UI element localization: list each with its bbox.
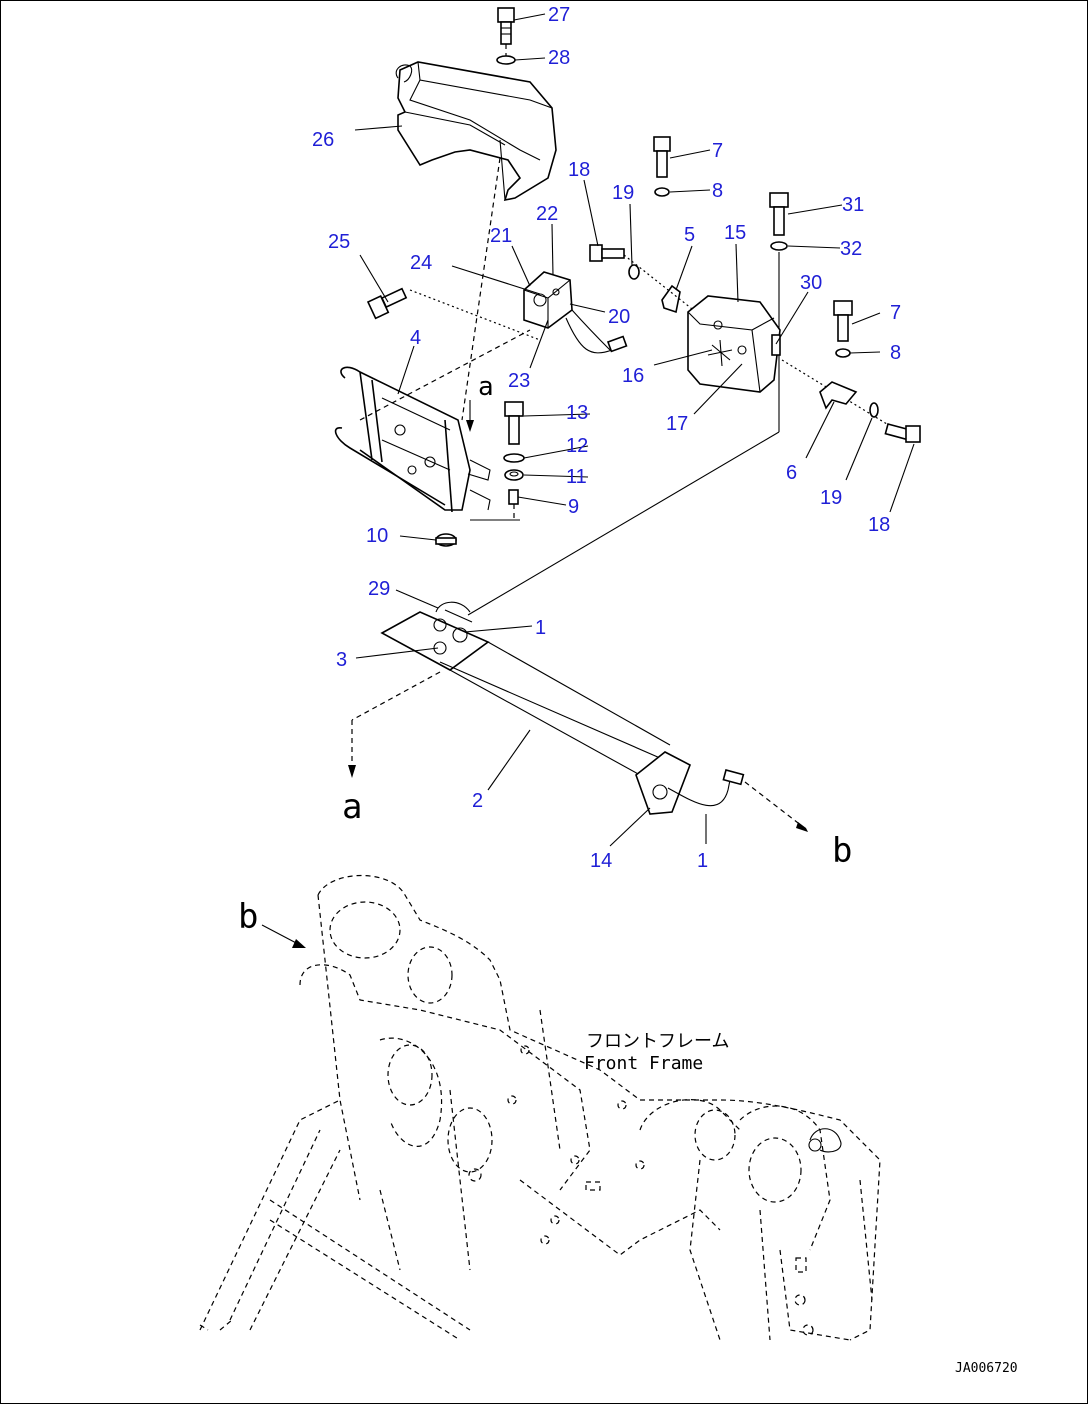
guard-cover-26: [395, 61, 557, 202]
leader-lines: [354, 13, 915, 847]
part-13: 13: [566, 402, 588, 424]
part-1-lower: 1: [697, 850, 708, 872]
part-22: 22: [536, 203, 558, 225]
part-25: 25: [328, 231, 350, 253]
bolt-7-upper: [653, 136, 671, 197]
part-16: 16: [622, 365, 644, 387]
bolt-7-right: [833, 300, 853, 358]
reference-arrow-b-left: [261, 924, 306, 948]
part-6: 6: [786, 462, 797, 484]
part-2: 2: [472, 790, 483, 812]
part-19-upper: 19: [612, 182, 634, 204]
part-32: 32: [840, 238, 862, 260]
part-30: 30: [800, 272, 822, 294]
part-7-upper: 7: [712, 140, 723, 162]
bolt-13-stack: [503, 401, 525, 520]
reference-arrow-b-right: [744, 781, 808, 832]
work-lamp-15: [687, 295, 781, 393]
front-frame-outline: [199, 874, 881, 1341]
part-18-upper: 18: [568, 159, 590, 181]
part-20: 20: [608, 306, 630, 328]
part-4: 4: [410, 327, 421, 349]
part-23: 23: [508, 370, 530, 392]
bolt-27: [496, 7, 516, 65]
part-21: 21: [490, 225, 512, 247]
part-27: 27: [548, 4, 570, 26]
part-28: 28: [548, 47, 570, 69]
part-29: 29: [368, 578, 390, 600]
part-number-labels: 27 28 26 7 8 18 19 22 21 5 15 31 32 25 2…: [312, 4, 901, 872]
nut-10: [435, 533, 457, 547]
part-14: 14: [590, 850, 612, 872]
part-3: 3: [336, 649, 347, 671]
part-9: 9: [568, 496, 579, 518]
drawing-id: JA006720: [955, 1361, 1018, 1376]
part-24: 24: [410, 252, 432, 274]
reference-arrow-a-lower: [348, 671, 441, 778]
part-19-lower: 19: [820, 487, 842, 509]
bolt-25: [366, 287, 541, 341]
harness-bracket-2: [380, 601, 745, 815]
part-18-lower: 18: [868, 514, 890, 536]
reference-arrow-a-upper: [466, 400, 474, 432]
front-frame-label-jp: フロントフレーム: [586, 1031, 729, 1052]
part-17: 17: [666, 413, 688, 435]
front-frame-label-en: Front Frame: [584, 1053, 703, 1074]
reference-letter-a-lower: a: [342, 787, 362, 827]
reference-letter-b-left: b: [238, 897, 258, 937]
switch-21: [523, 271, 628, 354]
part-1-upper: 1: [535, 617, 546, 639]
guard-frame-4: [334, 366, 491, 513]
reference-letter-a-upper: a: [478, 372, 494, 402]
reference-letter-b-right: b: [832, 831, 852, 871]
part-15: 15: [724, 222, 746, 244]
part-5: 5: [684, 224, 695, 246]
part-8-upper: 8: [712, 180, 723, 202]
part-10: 10: [366, 525, 388, 547]
bolt-31: [769, 192, 789, 432]
part-31: 31: [842, 194, 864, 216]
bolt-18-upper: [589, 244, 707, 321]
part-7-right: 7: [890, 302, 901, 324]
part-26: 26: [312, 129, 334, 151]
part-12: 12: [566, 435, 588, 457]
bracket-6: [781, 359, 921, 443]
part-8-right: 8: [890, 342, 901, 364]
part-11: 11: [566, 466, 587, 488]
